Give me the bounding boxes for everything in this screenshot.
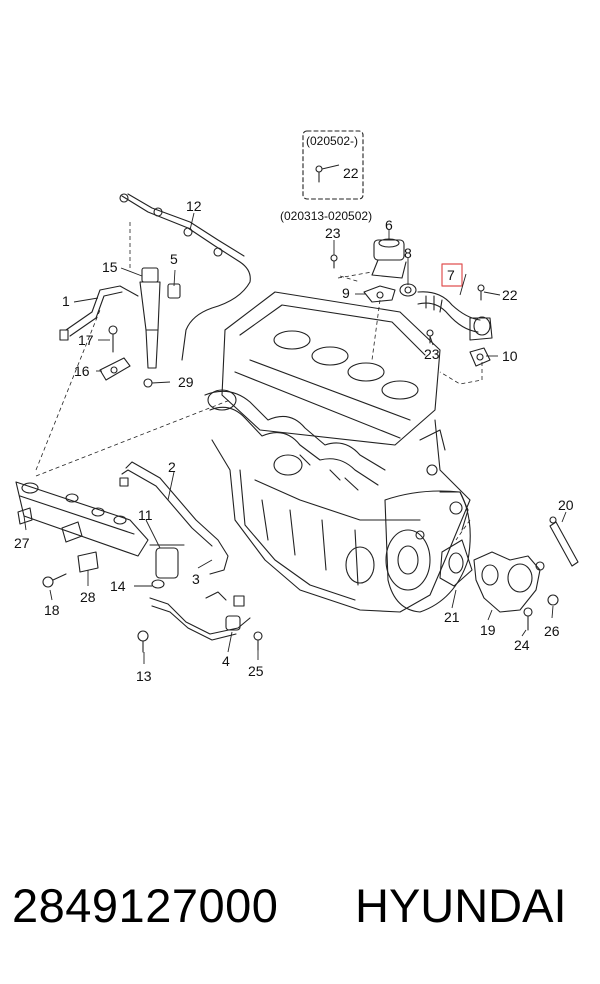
callout-25: 25 [248,663,264,679]
clip-5 [167,283,181,299]
callout-29: 29 [178,374,194,390]
engine-block [204,291,471,613]
group-label-top: (020502-) [306,134,358,148]
bolt-13 [137,630,149,653]
callout-28: 28 [80,589,96,605]
dashed-leaders [35,222,483,541]
leader-lines [23,164,567,664]
gasket-9 [363,285,396,303]
callout-4: 4 [222,653,230,669]
bracket-28 [77,551,99,573]
sensor-20 [549,516,579,567]
callout-13: 13 [136,668,152,684]
callout-19: 19 [480,622,496,638]
callout-15: 15 [102,259,118,275]
callout-9: 9 [342,285,350,301]
bolt-22-top [315,165,323,183]
callout-8: 8 [404,245,412,261]
highlight-box-7 [441,263,463,287]
part-number: 2849127000 [12,879,279,932]
callout-20: 20 [558,497,574,513]
callout-7: 7 [447,267,455,283]
return-pipe-12 [119,193,251,361]
connector-14 [151,579,165,589]
gasket-21 [439,539,473,587]
pressure-sensor-11 [149,544,185,579]
callout-27: 27 [14,535,30,551]
bolt-18 [42,573,67,588]
injector-15 [139,267,161,388]
bolt-24 [523,607,533,631]
egr-valve-6 [371,238,407,279]
callout-11: 11 [138,507,153,523]
group-box-020502 [302,130,364,200]
common-rail [15,481,149,557]
callout-26: 26 [544,623,560,639]
bolt-23-upper [330,254,338,269]
callout-1: 1 [62,293,70,309]
bolt-25 [253,631,263,651]
thermostat-housing-19 [473,551,545,613]
callout-24: 24 [514,637,530,653]
bolt-26 [547,594,559,606]
callout-10: 10 [502,348,518,364]
callout-21: 21 [444,609,460,625]
callout-14: 14 [110,578,126,594]
callout-18: 18 [44,602,60,618]
callout-17: 17 [78,332,94,348]
footer: 2849127000 HYUNDAI [0,878,600,948]
callout-12: 12 [186,198,202,214]
callout-22-right: 22 [502,287,518,303]
brand-name: HYUNDAI [355,879,567,932]
clamp-16 [99,357,131,381]
pipe-4 [149,591,251,641]
callout-6: 6 [385,217,393,233]
bolt-17 [108,325,118,353]
gasket-10 [469,347,491,367]
hp-pipe-1 [59,285,139,341]
bolt-22-right [477,284,485,301]
callout-3: 3 [192,571,200,587]
callout-23-upper: 23 [325,225,341,241]
gasket-8 [399,283,417,297]
callout-23-lower: 23 [424,346,440,362]
group-label-mid: (020313-020502) [280,209,372,223]
callout-16: 16 [74,363,90,379]
egr-pipe-7 [417,291,493,341]
callout-2: 2 [168,459,176,475]
callout-5: 5 [170,251,178,267]
pipe-2-3 [119,461,229,575]
callout-22-top: 22 [343,165,359,181]
parts-exploded-diagram: (020502-) (020313-020502) 1 2 3 4 5 6 7 … [14,130,579,684]
